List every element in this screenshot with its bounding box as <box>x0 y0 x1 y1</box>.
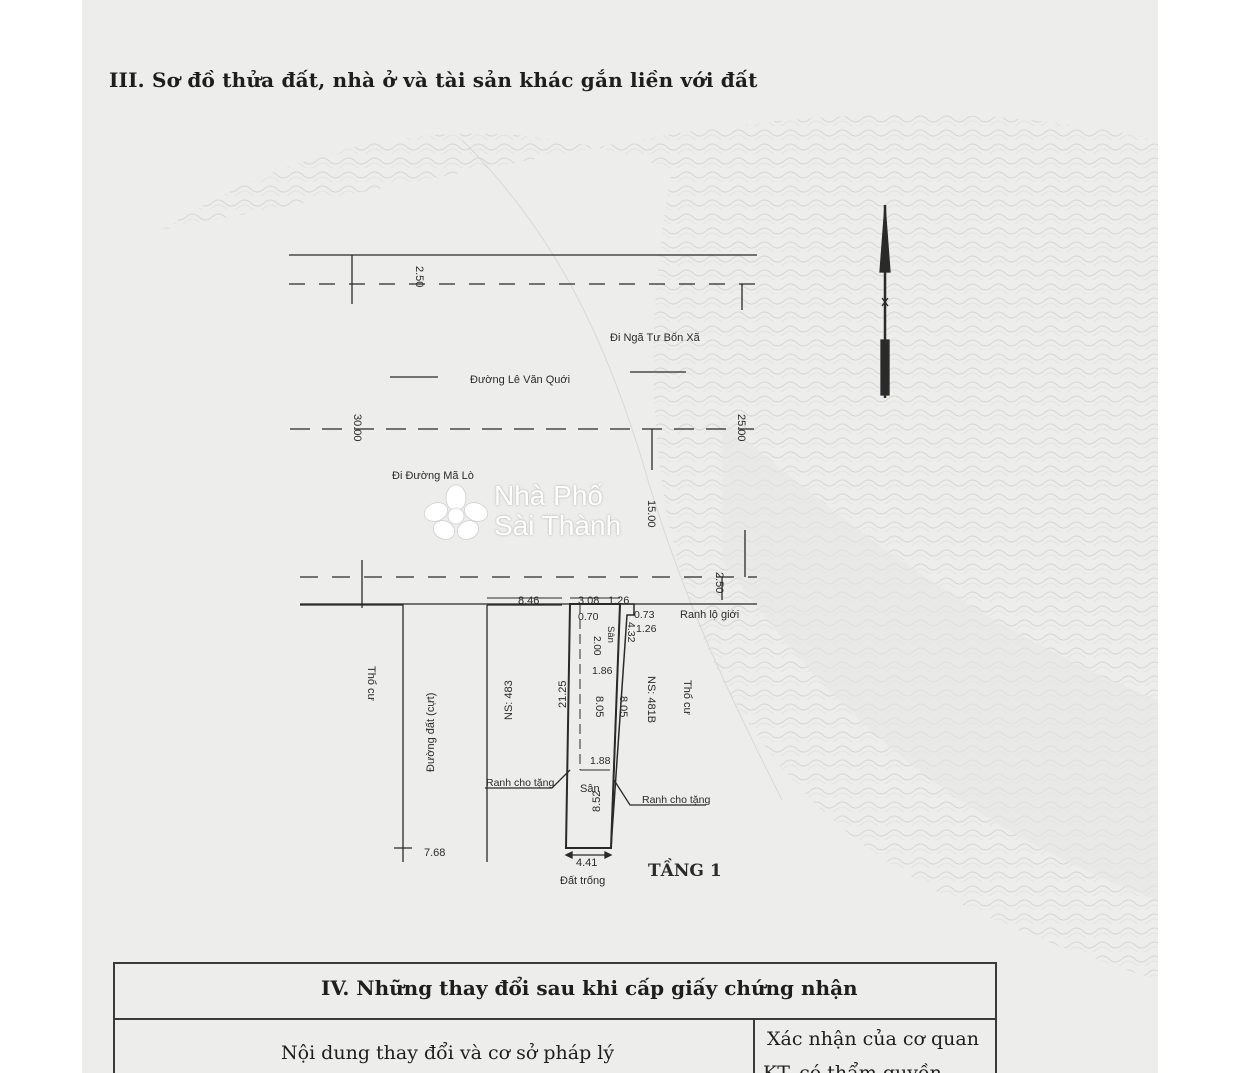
label-road-boundary: Ranh lộ giới <box>680 609 739 621</box>
dim-right-25: 25.00 <box>735 414 747 442</box>
north-arrow-icon <box>879 204 891 398</box>
land-plot-diagram: 2.50 Đi Ngã Tư Bốn Xã Đường Lê Văn Quới … <box>289 204 891 887</box>
dim-road-top: 2.50 <box>413 266 425 287</box>
dim-15: 15.00 <box>645 500 657 528</box>
dim-road-bottom: 2.50 <box>713 572 725 593</box>
label-empty-land: Đất trống <box>560 875 605 887</box>
guilloche-pattern <box>162 114 1158 981</box>
label-street-name: Đường Lê Văn Quới <box>470 374 570 386</box>
column-change-content-label: Nội dung thay đổi và cơ sở pháp lý <box>281 1042 615 1064</box>
dim-4-32: 4.32 <box>625 622 637 643</box>
dim-1-86: 1.86 <box>592 665 613 677</box>
watermark-line-2: Sài Thành <box>494 510 622 541</box>
dim-left-30: 30.00 <box>351 414 363 442</box>
section-iv-header: IV. Những thay đổi sau khi cấp giấy chứn… <box>115 964 995 1020</box>
column-change-content: Nội dung thay đổi và cơ sở pháp lý <box>115 1020 755 1073</box>
label-dirt-road: Đường đất (cựt) <box>425 693 437 772</box>
label-san-courtyard: Sân <box>580 783 600 795</box>
watermark-line-1: Nhà Phố <box>494 480 603 511</box>
dim-1-88: 1.88 <box>590 755 611 767</box>
dim-1-26-right: 1.26 <box>636 623 657 635</box>
watermark: Nhà Phố Sài Thành <box>422 482 652 552</box>
label-san-top: Sân <box>605 626 616 643</box>
dim-0-73: 0.73 <box>634 609 655 621</box>
dim-0-70: 0.70 <box>578 611 599 623</box>
dim-21-25: 21.25 <box>557 680 569 708</box>
label-ns-483: NS: 483 <box>503 680 515 720</box>
label-tho-cu-right: Thổ cư <box>681 680 693 716</box>
section-iii-title: III. Sơ đồ thửa đất, nhà ở và tài sản kh… <box>109 68 758 92</box>
column-authority-confirmation-cut-label: KT. có thẩm quyền <box>763 1062 942 1073</box>
label-ranh-cho-tang-right: Ranh cho tặng <box>642 794 710 806</box>
label-toward-crossroads: Đi Ngã Tư Bốn Xã <box>610 332 701 344</box>
section-iv-table: IV. Những thay đổi sau khi cấp giấy chứn… <box>113 962 997 1073</box>
dim-2-00: 2.00 <box>591 636 602 656</box>
label-floor: TẦNG 1 <box>648 858 722 881</box>
column-authority-confirmation: Xác nhận của cơ quan KT. có thẩm quyền <box>755 1020 995 1073</box>
label-tho-cu-left: Thổ cư <box>365 666 377 702</box>
label-toward-ma-lo: Đi Đường Mã Lò <box>392 470 474 482</box>
dim-8-05-b: 8.05 <box>617 696 629 717</box>
dim-1-26-top: 1.26 <box>608 595 629 607</box>
certificate-page: III. Sơ đồ thửa đất, nhà ở và tài sản kh… <box>82 0 1158 1073</box>
section-iv-title: IV. Những thay đổi sau khi cấp giấy chứn… <box>321 976 858 1000</box>
label-ranh-cho-tang-left: Ranh cho tặng <box>486 777 554 789</box>
flower-logo-icon <box>423 484 489 540</box>
column-authority-confirmation-label: Xác nhận của cơ quan <box>767 1028 979 1050</box>
dim-3-08: 3.08 <box>578 595 599 607</box>
dim-4-41: 4.41 <box>576 857 597 869</box>
label-ns-481b: NS: 481B <box>645 676 657 723</box>
dim-8-46: 8.46 <box>518 595 539 607</box>
dim-8-52: 8.52 <box>591 791 603 812</box>
dim-7-68: 7.68 <box>424 847 445 859</box>
dim-8-05-a: 8.05 <box>593 696 605 717</box>
